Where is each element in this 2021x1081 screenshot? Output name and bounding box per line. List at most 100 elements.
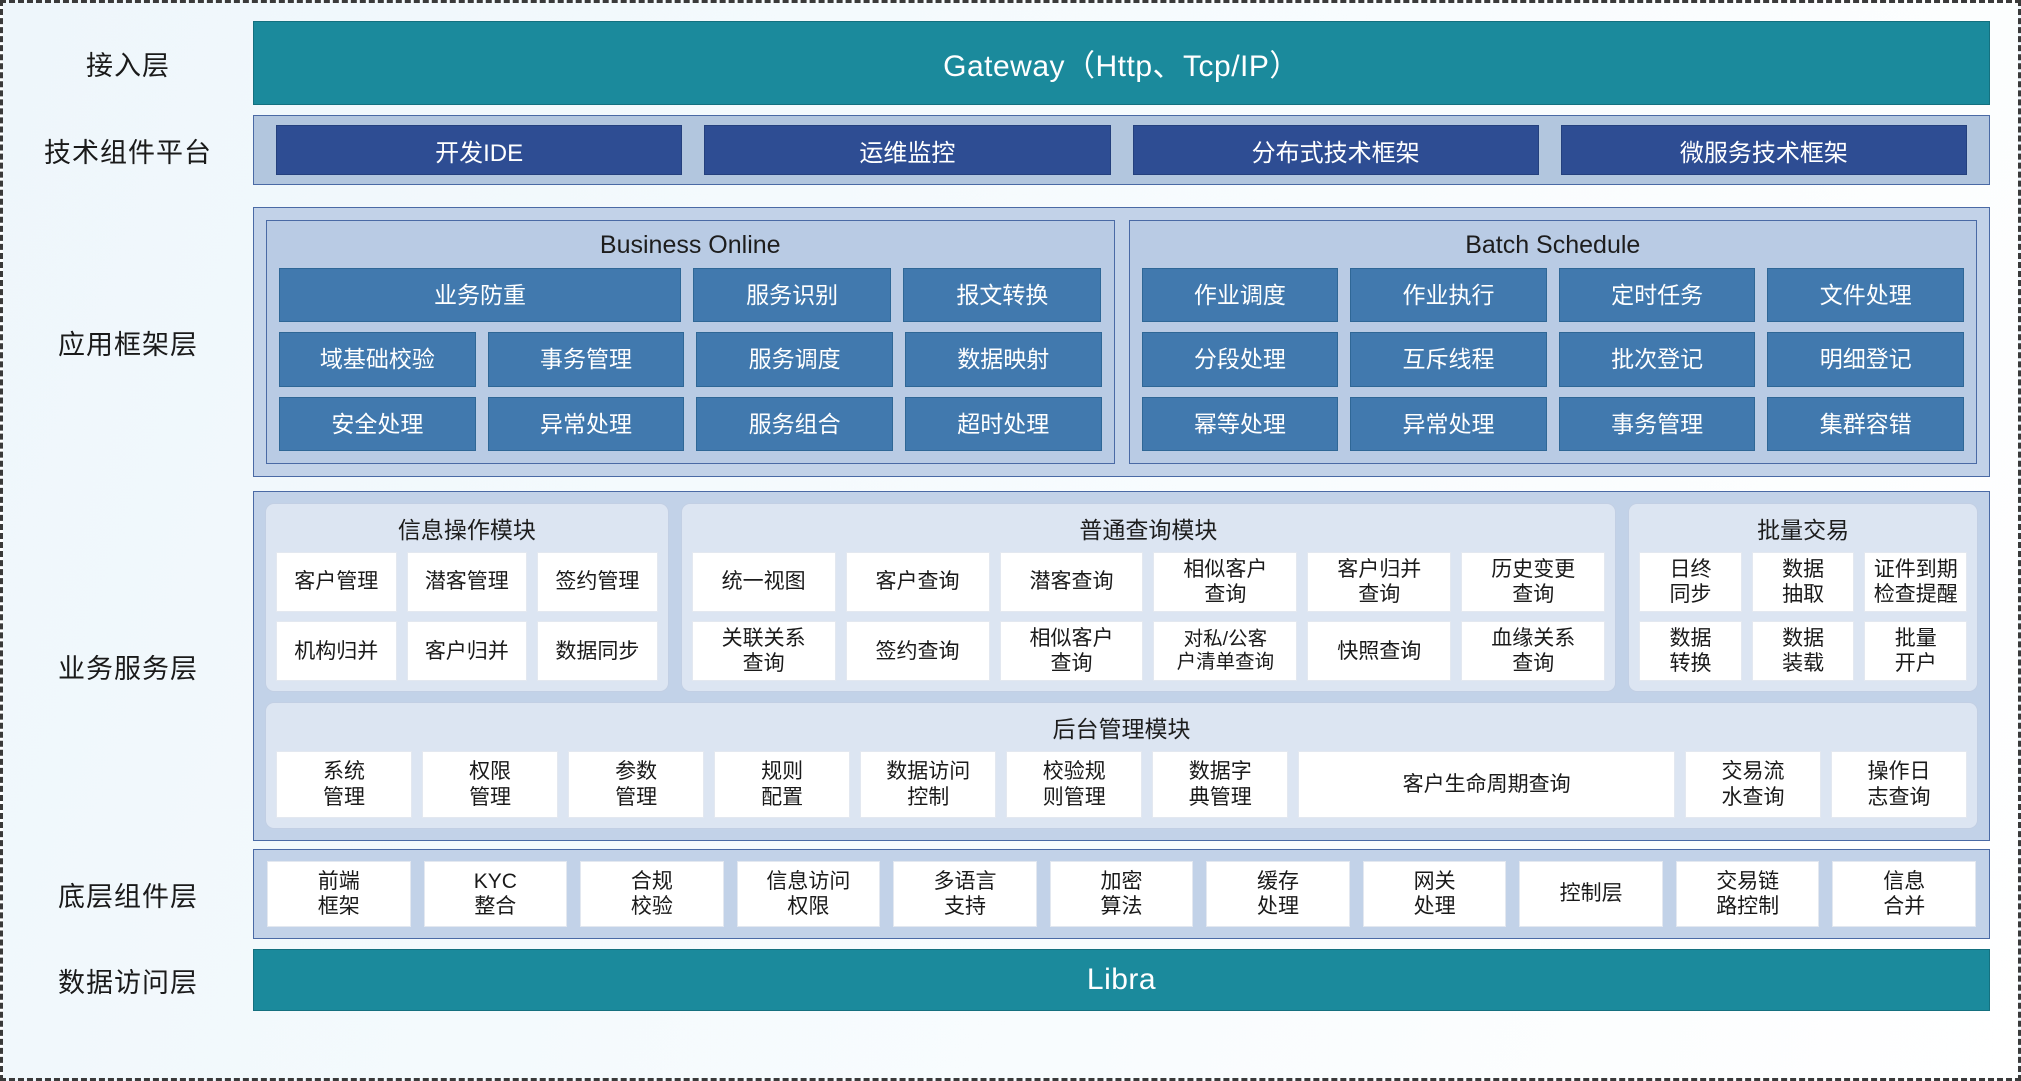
cell-prospect-manage[interactable]: 潜客管理 (406, 552, 528, 613)
cell-cluster-fault-tolerance[interactable]: 集群容错 (1767, 396, 1964, 451)
cell-parameter-manage[interactable]: 参数管理 (568, 751, 705, 818)
cell-file-process[interactable]: 文件处理 (1767, 268, 1964, 323)
layer-label-app-framework: 应用框架层 (58, 329, 198, 360)
cell-operation-log-query[interactable]: 操作日志查询 (1831, 751, 1968, 818)
cell-eod-sync[interactable]: 日终同步 (1639, 552, 1742, 613)
business-online-row-1: 业务防重 服务识别 报文转换 (279, 268, 1102, 323)
libra-bar[interactable]: Libra (253, 949, 1990, 1011)
cell-unified-view[interactable]: 统一视图 (691, 552, 836, 613)
cell-info-merge[interactable]: 信息合并 (1832, 861, 1977, 927)
cell-rule-config[interactable]: 规则配置 (714, 751, 851, 818)
cell-batch-exception-process[interactable]: 异常处理 (1350, 396, 1547, 451)
cell-info-access-right[interactable]: 信息访问权限 (736, 861, 881, 927)
gateway-bar[interactable]: Gateway（Http、Tcp/IP） (253, 21, 1990, 105)
cell-compliance-check[interactable]: 合规校验 (580, 861, 724, 927)
tech-chip-microservice-framework[interactable]: 微服务技术框架 (1560, 125, 1967, 175)
layer-label-business-service: 业务服务层 (58, 653, 198, 684)
tech-chip-distributed-framework[interactable]: 分布式技术框架 (1132, 125, 1539, 175)
cell-system-manage[interactable]: 系统管理 (276, 751, 413, 818)
app-framework-panel: Business Online 业务防重 服务识别 报文转换 域基础校验 事务管… (253, 207, 1990, 477)
group-title-business-online: Business Online (599, 231, 781, 259)
group-title-admin-module: 后台管理模块 (1052, 716, 1191, 743)
cell-relation-query[interactable]: 关联关系查询 (691, 621, 836, 682)
layer-label-base-component: 底层组件层 (58, 881, 198, 912)
layer-access: 接入层 Gateway（Http、Tcp/IP） (3, 21, 2018, 105)
cell-encryption-algo[interactable]: 加密算法 (1049, 861, 1194, 927)
cell-lineage-query[interactable]: 血缘关系查询 (1461, 621, 1606, 682)
cell-data-load[interactable]: 数据装载 (1751, 621, 1855, 682)
cell-customer-manage[interactable]: 客户管理 (276, 552, 397, 613)
cell-customer-merge[interactable]: 客户归并 (406, 621, 528, 682)
cell-history-change-query[interactable]: 历史变更查询 (1461, 552, 1606, 613)
cell-service-composition[interactable]: 服务组合 (696, 396, 893, 451)
group-business-online: Business Online 业务防重 服务识别 报文转换 域基础校验 事务管… (266, 220, 1115, 464)
cell-timed-task[interactable]: 定时任务 (1558, 268, 1756, 323)
cell-batch-register[interactable]: 批次登记 (1558, 332, 1756, 387)
group-title-common-query: 普通查询模块 (1079, 517, 1218, 543)
cell-permission-manage[interactable]: 权限管理 (422, 751, 559, 818)
cell-transaction-chain[interactable]: 交易链路控制 (1675, 861, 1820, 927)
cell-mutex-thread[interactable]: 互斥线程 (1350, 332, 1547, 387)
group-title-info-operation: 信息操作模块 (397, 517, 536, 543)
group-title-batch-transaction: 批量交易 (1757, 517, 1850, 543)
layer-app-framework: 应用框架层 Business Online 业务防重 服务识别 报文转换 域基础… (3, 207, 2018, 477)
cell-job-execute[interactable]: 作业执行 (1350, 268, 1547, 323)
group-title-batch-schedule: Batch Schedule (1465, 231, 1641, 259)
group-batch-transaction: 批量交易 日终同步 数据抽取 证件到期检查提醒 数据转换 数据装载 批量开户 (1628, 503, 1978, 693)
cell-id-expiry-reminder[interactable]: 证件到期检查提醒 (1864, 552, 1968, 613)
cell-exception-process[interactable]: 异常处理 (487, 396, 685, 451)
cell-security-process[interactable]: 安全处理 (279, 396, 476, 451)
cell-idempotent-process[interactable]: 幂等处理 (1141, 396, 1339, 451)
cell-gateway-process[interactable]: 网关处理 (1362, 861, 1507, 927)
cell-data-access-control[interactable]: 数据访问控制 (860, 751, 997, 818)
cell-batch-account-open[interactable]: 批量开户 (1864, 621, 1968, 682)
cell-customer-query[interactable]: 客户查询 (845, 552, 990, 613)
cell-data-dictionary-manage[interactable]: 数据字典管理 (1152, 751, 1289, 818)
cell-job-schedule[interactable]: 作业调度 (1141, 268, 1339, 323)
cell-business-dedup[interactable]: 业务防重 (279, 268, 682, 323)
tech-chip-dev-ide[interactable]: 开发IDE (276, 125, 683, 175)
cell-transaction-manage[interactable]: 事务管理 (487, 332, 685, 387)
business-online-row-2: 域基础校验 事务管理 服务调度 数据映射 (279, 332, 1102, 387)
cell-detail-register[interactable]: 明细登记 (1767, 332, 1964, 387)
info-operation-row-2: 机构归并 客户归并 数据同步 (276, 621, 658, 682)
cell-data-extract[interactable]: 数据抽取 (1751, 552, 1855, 613)
batch-schedule-row-1: 作业调度 作业执行 定时任务 文件处理 (1141, 268, 1964, 323)
cell-frontend-framework[interactable]: 前端框架 (267, 861, 411, 927)
cell-domain-basic-validate[interactable]: 域基础校验 (279, 332, 476, 387)
cell-contract-query[interactable]: 签约查询 (845, 621, 990, 682)
cell-snapshot-query[interactable]: 快照查询 (1307, 621, 1452, 682)
cell-customer-merge-query[interactable]: 客户归并查询 (1307, 552, 1452, 613)
cell-batch-transaction-manage[interactable]: 事务管理 (1558, 396, 1756, 451)
cell-multilanguage[interactable]: 多语言支持 (893, 861, 1037, 927)
common-query-row-2: 关联关系查询 签约查询 相似客户查询 对私/公客户清单查询 快照查询 血缘关系查… (691, 621, 1606, 682)
cell-data-transform[interactable]: 数据转换 (1639, 621, 1742, 682)
cell-transaction-flow-query[interactable]: 交易流水查询 (1684, 751, 1821, 818)
layer-label-access: 接入层 (86, 50, 170, 81)
cell-data-sync[interactable]: 数据同步 (537, 621, 658, 682)
group-admin-module: 后台管理模块 系统管理 权限管理 参数管理 规则配置 数据访问控制 校验规则管理… (265, 702, 1978, 829)
cell-private-public-customer-list-query[interactable]: 对私/公客户清单查询 (1153, 621, 1298, 682)
cell-timeout-process[interactable]: 超时处理 (904, 396, 1102, 451)
cell-prospect-query[interactable]: 潜客查询 (999, 552, 1144, 613)
cell-contract-manage[interactable]: 签约管理 (537, 552, 658, 613)
cell-validation-rule-manage[interactable]: 校验规则管理 (1006, 751, 1143, 818)
cell-segment-process[interactable]: 分段处理 (1141, 332, 1339, 387)
cell-control-layer[interactable]: 控制层 (1519, 861, 1663, 927)
cell-org-merge[interactable]: 机构归并 (276, 621, 397, 682)
cell-message-transform[interactable]: 报文转换 (903, 268, 1102, 323)
cell-service-identify[interactable]: 服务识别 (693, 268, 892, 323)
cell-similar-customer-query[interactable]: 相似客户查询 (1153, 552, 1298, 613)
cell-similar-customer-query-2[interactable]: 相似客户查询 (999, 621, 1144, 682)
cell-customer-lifecycle-query[interactable]: 客户生命周期查询 (1298, 751, 1675, 818)
tech-chip-ops-monitor[interactable]: 运维监控 (704, 125, 1111, 175)
group-batch-schedule: Batch Schedule 作业调度 作业执行 定时任务 文件处理 分段处理 … (1128, 220, 1977, 464)
layer-label-data-access: 数据访问层 (58, 967, 198, 998)
batch-schedule-row-3: 幂等处理 异常处理 事务管理 集群容错 (1141, 396, 1964, 451)
cell-cache-process[interactable]: 缓存处理 (1206, 861, 1350, 927)
cell-data-mapping[interactable]: 数据映射 (904, 332, 1102, 387)
cell-service-dispatch[interactable]: 服务调度 (696, 332, 893, 387)
